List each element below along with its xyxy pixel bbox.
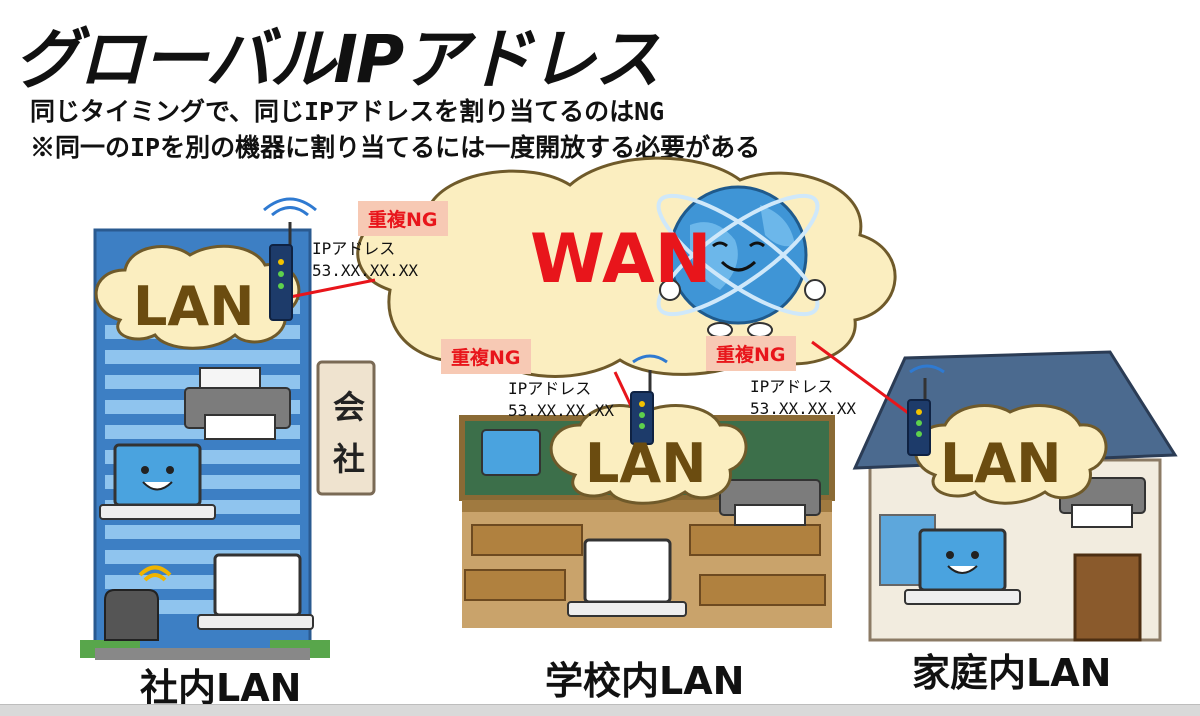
home-laptop-icon bbox=[904, 528, 1021, 605]
school-printer-icon bbox=[719, 479, 821, 526]
wifi-router-icon bbox=[104, 565, 172, 641]
company-sign-char-2: 社 bbox=[333, 440, 365, 478]
company-router-icon bbox=[263, 197, 317, 321]
school-lan-cloud bbox=[549, 404, 748, 505]
globe-icon bbox=[656, 185, 826, 338]
school-router-icon bbox=[630, 354, 668, 445]
subtitle-line-2: ※同一のIPを別の機器に割り当てるには一度開放する必要がある bbox=[30, 133, 761, 162]
caption-company: 社内LAN bbox=[140, 666, 302, 710]
wan-label: WAN bbox=[530, 220, 712, 299]
ip-value-text: 53.XX.XX.XX bbox=[508, 401, 614, 420]
home-router-icon bbox=[907, 364, 945, 456]
ip-label-text: IPアドレス bbox=[312, 239, 396, 258]
ip-value-text: 53.XX.XX.XX bbox=[750, 399, 856, 418]
ip-label-text: IPアドレス bbox=[750, 377, 834, 396]
school-laptop-icon bbox=[567, 538, 687, 617]
laptop-icon bbox=[197, 553, 314, 630]
page-title: グローバルIPアドレス bbox=[14, 21, 660, 98]
bottom-scrollbar[interactable] bbox=[0, 704, 1200, 716]
ng-badge-school: 重複NG bbox=[441, 339, 531, 374]
company-lan-cloud bbox=[94, 244, 301, 350]
caption-school: 学校内LAN bbox=[545, 659, 745, 703]
home-lan-cloud bbox=[913, 404, 1108, 505]
ip-value-text: 53.XX.XX.XX bbox=[312, 261, 418, 280]
smiling-laptop-icon bbox=[99, 443, 216, 520]
ip-label-text: IPアドレス bbox=[508, 379, 592, 398]
subtitle-line-1: 同じタイミングで、同じIPアドレスを割り当てるのはNG bbox=[30, 97, 665, 126]
ip-label-school: IPアドレス 53.XX.XX.XX bbox=[508, 378, 614, 422]
printer-icon bbox=[184, 367, 291, 440]
connection-lines bbox=[289, 278, 916, 420]
ng-badge-home: 重複NG bbox=[706, 336, 796, 371]
company-sign bbox=[316, 360, 376, 496]
company-sign-char-1: 会 bbox=[333, 388, 365, 426]
company-lan-label: LAN bbox=[133, 275, 254, 338]
ip-label-home: IPアドレス 53.XX.XX.XX bbox=[750, 376, 856, 420]
caption-home: 家庭内LAN bbox=[912, 651, 1112, 695]
ip-label-company: IPアドレス 53.XX.XX.XX bbox=[312, 238, 418, 282]
school-lan-label: LAN bbox=[585, 432, 706, 495]
home-lan-label: LAN bbox=[940, 432, 1061, 495]
ng-badge-company: 重複NG bbox=[358, 201, 448, 236]
